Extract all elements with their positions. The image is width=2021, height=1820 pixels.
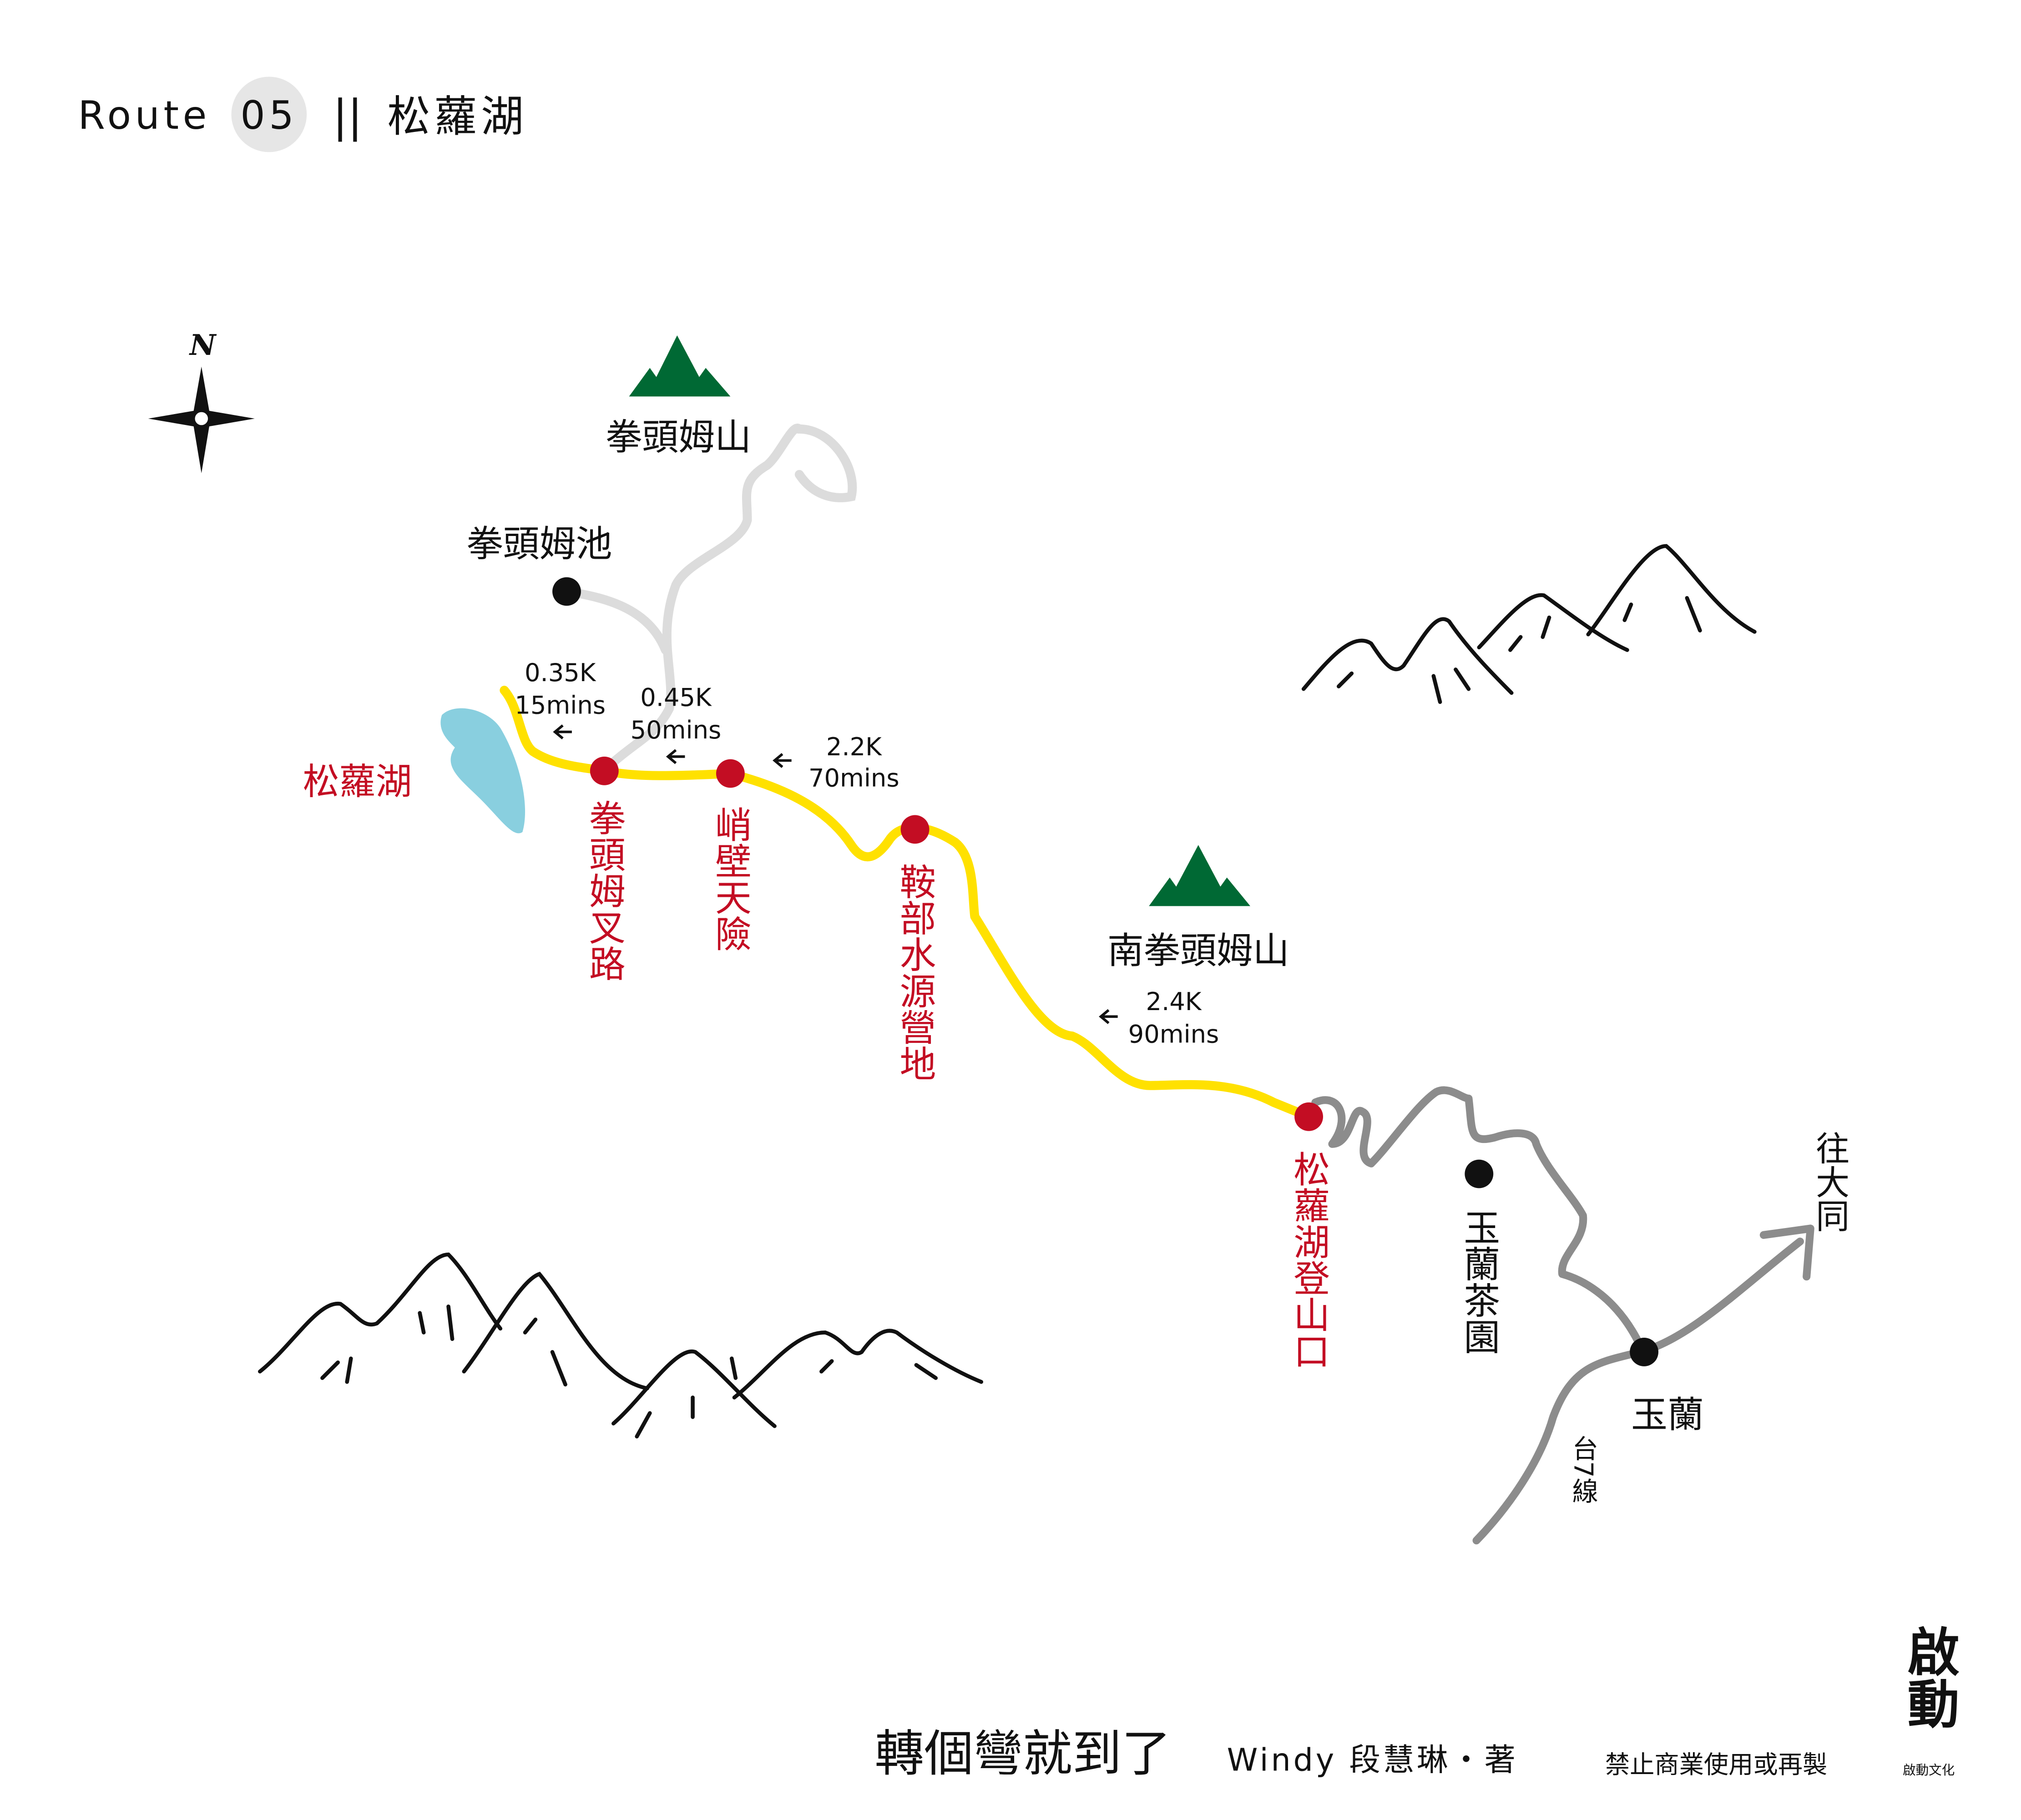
tea-garden-label: 玉蘭茶園 <box>1458 1209 1500 1355</box>
peak-icon-south-quantoumu <box>1149 845 1251 906</box>
svg-text:2.2K: 2.2K <box>826 733 882 761</box>
svg-text:啟動: 啟動 <box>1899 1625 1959 1729</box>
lake <box>440 708 525 834</box>
yulan-label: 玉蘭 <box>1631 1394 1704 1436</box>
route-word: Route <box>78 93 211 138</box>
mountain-sketch-right <box>1301 544 1757 704</box>
svg-text:N: N <box>189 328 217 362</box>
peak-label-south-quantoumu: 南拳頭姆山 <box>1107 930 1289 972</box>
svg-text:松蘿湖登山口: 松蘿湖登山口 <box>1288 1151 1330 1369</box>
arrow-left-icon <box>773 753 792 768</box>
svg-text:2.4K: 2.4K <box>1146 987 1202 1016</box>
segment-label: 0.35K 15mins <box>515 658 606 740</box>
book-title: 轉個彎就到了 <box>874 1724 1171 1782</box>
svg-text:拳頭姆叉路: 拳頭姆叉路 <box>583 799 626 981</box>
page-title: 松蘿湖 <box>387 92 527 142</box>
author: Windy 段慧琳・著 <box>1227 1742 1518 1778</box>
yulan-marker <box>1630 1338 1659 1366</box>
waypoint-saddle-camp: 鞍部水源營地 <box>894 815 936 1082</box>
pond-marker <box>552 577 581 606</box>
waypoint-trailhead: 松蘿湖登山口 <box>1288 1102 1330 1369</box>
arrow-left-icon <box>666 749 685 764</box>
segment-label: 0.45K 50mins <box>631 683 722 764</box>
arrow-icon <box>1759 1224 1814 1281</box>
route-number: 05 <box>240 93 298 138</box>
publisher-logo: 啟動 啟動文化 <box>1899 1625 1959 1778</box>
publisher-name: 啟動文化 <box>1903 1762 1955 1778</box>
mountain-sketch-left <box>258 1252 984 1439</box>
segment-label: 2.2K 70mins <box>773 733 899 793</box>
side-trail <box>606 423 857 769</box>
highway-label: 台7線 <box>1568 1435 1598 1504</box>
side-trail-pond <box>562 587 670 655</box>
lake-label: 松蘿湖 <box>303 761 412 803</box>
copyright-notice: 禁止商業使用或再製 <box>1605 1750 1827 1779</box>
header-separator: || <box>333 91 362 142</box>
arrow-left-icon <box>1099 1009 1118 1024</box>
svg-text:0.45K: 0.45K <box>640 683 712 712</box>
route-number-badge <box>231 76 307 152</box>
peak-label-quantoumu: 拳頭姆山 <box>606 416 751 459</box>
svg-text:15mins: 15mins <box>515 691 606 720</box>
svg-text:鞍部水源營地: 鞍部水源營地 <box>894 863 936 1082</box>
tea-garden-marker <box>1465 1159 1494 1188</box>
svg-text:90mins: 90mins <box>1128 1020 1219 1048</box>
segment-label: 2.4K 90mins <box>1099 987 1219 1048</box>
road <box>1311 1086 1644 1350</box>
svg-text:峭壁天險: 峭壁天險 <box>709 806 752 951</box>
arrow-left-icon <box>553 724 572 740</box>
pond-label: 拳頭姆池 <box>467 523 612 565</box>
svg-text:70mins: 70mins <box>808 764 899 793</box>
peak-icon-quantoumu <box>629 335 731 397</box>
waypoint-junction: 拳頭姆叉路 <box>583 756 626 981</box>
to-datong-label: 往大同 <box>1810 1131 1850 1233</box>
svg-text:0.35K: 0.35K <box>525 658 596 687</box>
waypoint-cliff: 峭壁天險 <box>709 759 752 951</box>
svg-text:50mins: 50mins <box>631 716 722 744</box>
highway-7 <box>1472 1238 1804 1545</box>
header: Route 05 || 松蘿湖 <box>78 76 527 152</box>
compass-icon: N <box>148 328 255 473</box>
